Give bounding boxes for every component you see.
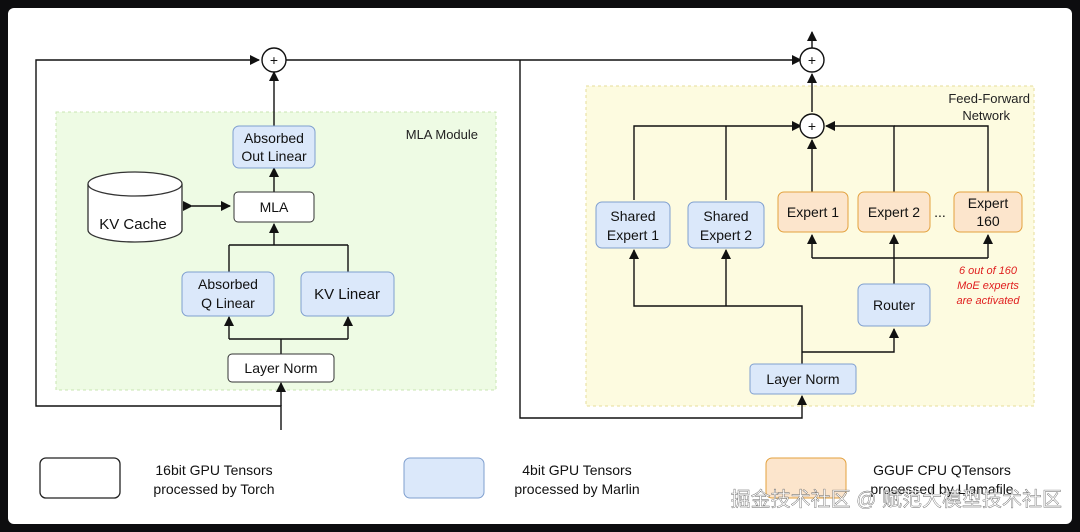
ffn-layer-norm-label: Layer Norm [766, 371, 839, 387]
shared-expert-1-box: Shared Expert 1 [595, 201, 671, 249]
mla-box: MLA [233, 191, 315, 223]
mla-box-label: MLA [260, 199, 289, 215]
legend-white-line-2: processed by Torch [153, 481, 274, 497]
activation-note-line-2: MoE experts [957, 280, 1019, 292]
legend: 16bit GPU Tensors processed by Torch 4bi… [39, 457, 1014, 499]
activation-note-line-1: 6 out of 160 [959, 265, 1018, 277]
expert-1-label: Expert 1 [787, 204, 839, 220]
shared-expert-1-line-2: Expert 1 [607, 227, 659, 243]
expert-2-box: Expert 2 [857, 191, 931, 233]
mla-module-label: MLA Module [406, 127, 478, 142]
expert-160-box: Expert 160 [953, 191, 1023, 233]
residual-add-left: + [261, 47, 287, 73]
legend-swatch-blue [403, 457, 485, 499]
kv-linear-box: KV Linear [300, 271, 395, 317]
expert-160-line-2: 160 [976, 213, 1000, 229]
shared-expert-2-line-2: Expert 2 [700, 227, 752, 243]
legend-swatch-white [39, 457, 121, 499]
plus-symbol: + [808, 118, 816, 134]
legend-blue-line-1: 4bit GPU Tensors [522, 462, 631, 478]
absorbed-out-linear-line-2: Out Linear [241, 148, 307, 164]
residual-add-right: + [799, 47, 825, 73]
kv-cache-label: KV Cache [99, 216, 167, 233]
absorbed-q-linear-box: Absorbed Q Linear [181, 271, 275, 317]
absorbed-q-linear-line-1: Absorbed [198, 276, 258, 292]
ffn-label-line-2: Network [962, 108, 1010, 123]
legend-blue-line-2: processed by Marlin [514, 481, 639, 497]
ffn-label-line-1: Feed-Forward [948, 91, 1030, 106]
legend-swatch-orange [765, 457, 847, 499]
mla-layer-norm-label: Layer Norm [244, 360, 317, 376]
absorbed-out-linear-line-1: Absorbed [244, 130, 304, 146]
plus-symbol: + [270, 52, 278, 68]
ffn-layer-norm-box: Layer Norm [749, 363, 857, 395]
absorbed-out-linear-box: Absorbed Out Linear [232, 125, 316, 169]
kv-cache-cylinder: KV Cache [87, 171, 183, 243]
shared-expert-2-line-1: Shared [703, 208, 748, 224]
experts-ellipsis: ... [934, 204, 946, 220]
expert-2-label: Expert 2 [868, 204, 920, 220]
router-label: Router [873, 297, 915, 313]
legend-orange-line-1: GGUF CPU QTensors [873, 462, 1011, 478]
absorbed-q-linear-line-2: Q Linear [201, 295, 255, 311]
plus-symbol: + [808, 52, 816, 68]
expert-1-box: Expert 1 [777, 191, 849, 233]
shared-expert-2-box: Shared Expert 2 [687, 201, 765, 249]
mla-module-region [55, 111, 497, 391]
legend-orange-line-2: processed by Llamafile [870, 481, 1013, 497]
legend-white-line-1: 16bit GPU Tensors [155, 462, 272, 478]
shared-expert-1-line-1: Shared [610, 208, 655, 224]
mla-layer-norm-box: Layer Norm [227, 353, 335, 383]
kv-linear-label: KV Linear [314, 286, 380, 303]
expert-sum-add: + [799, 113, 825, 139]
activation-note: 6 out of 160 MoE experts are activated [957, 265, 1021, 307]
expert-160-line-1: Expert [968, 195, 1009, 211]
activation-note-line-3: are activated [957, 295, 1021, 307]
router-box: Router [857, 283, 931, 327]
watermark: 掘金技术社区 @ 赋范大模型技术社区 [731, 488, 1062, 511]
